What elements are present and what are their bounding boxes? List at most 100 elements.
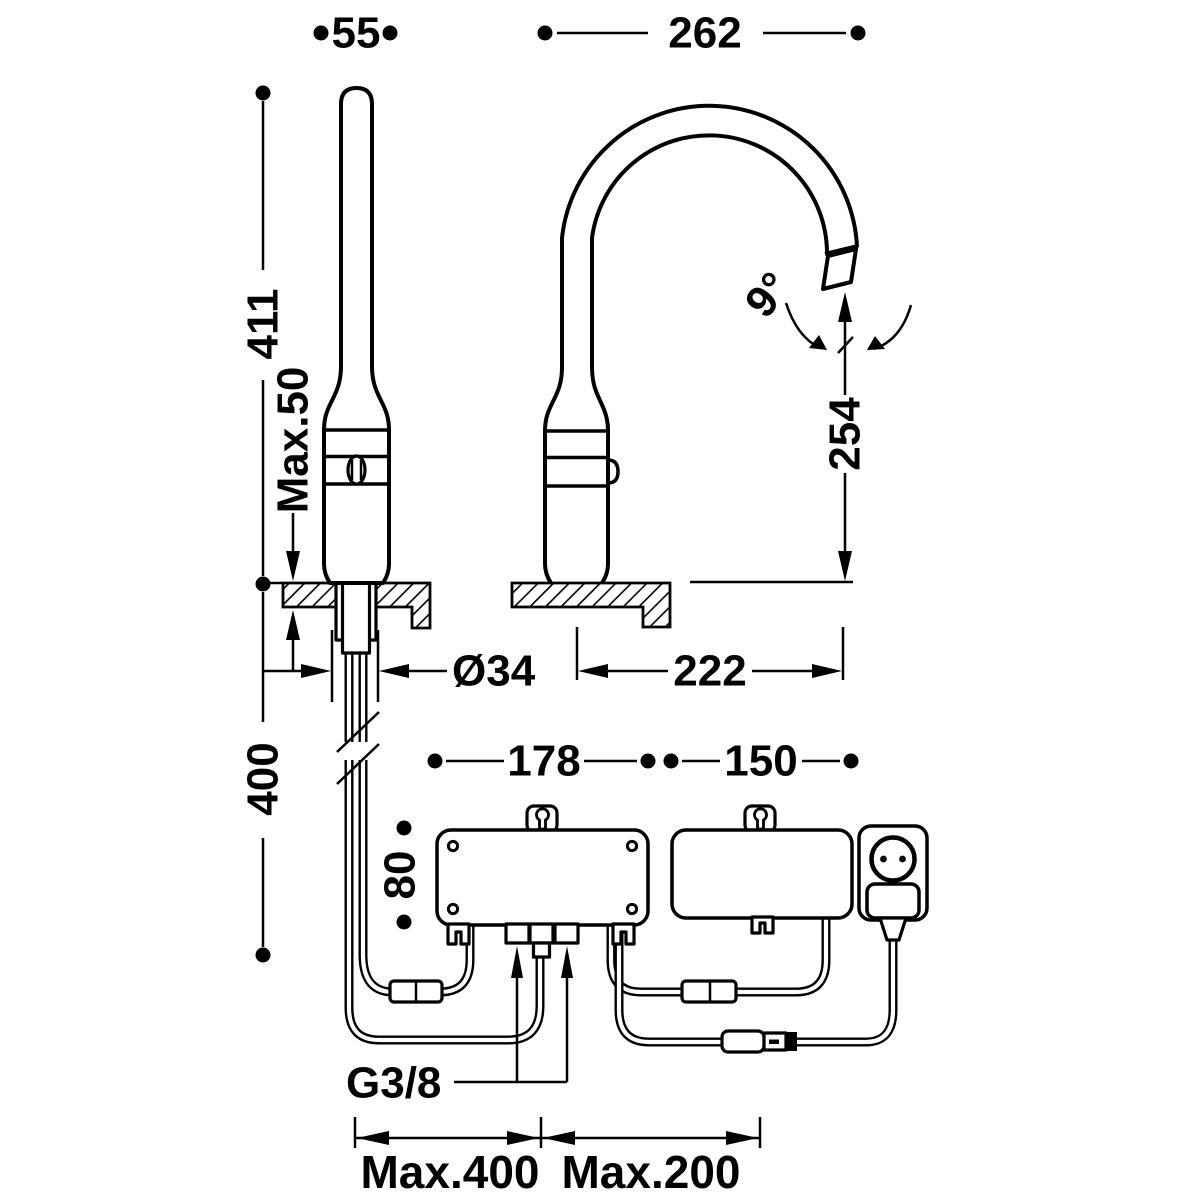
dim-inlet-thread: G3/8	[346, 946, 573, 1108]
dim-dot	[255, 85, 271, 101]
arrowhead-up	[286, 610, 300, 640]
dim-hose-length: 400	[239, 592, 288, 963]
power-plug	[857, 824, 929, 942]
spout-end-cut	[824, 244, 859, 256]
dim-inlet-thread-label: G3/8	[346, 1059, 441, 1108]
psu-box	[670, 828, 854, 920]
dim-outlet-reach-label: 222	[673, 647, 746, 696]
arrowhead-left	[357, 1131, 389, 1145]
dim-reach-label: 262	[668, 9, 741, 58]
hose-break-slash-1	[336, 711, 380, 753]
supply-hoses	[336, 645, 545, 1045]
arrowhead-up	[561, 946, 573, 978]
arrowhead-down	[286, 551, 300, 581]
arrowhead-right	[301, 664, 331, 678]
dim-dot	[313, 25, 329, 41]
dim-deck-thickness-label: Max.50	[269, 367, 318, 514]
sensor-window-side	[346, 454, 367, 486]
dim-deck-thickness: Max.50	[269, 367, 318, 671]
inlet-port-left	[504, 922, 531, 945]
screw-icon	[625, 839, 639, 853]
dim-psu-width-label: 150	[724, 737, 797, 786]
spout-nozzle	[821, 247, 858, 291]
arrowhead-up	[838, 292, 852, 322]
arrowhead-arc-left	[809, 335, 827, 350]
dim-hose-max-label: Max.400	[360, 1146, 539, 1198]
control-box-assembly	[435, 804, 650, 959]
dim-box-width-label: 178	[507, 737, 580, 786]
cable-d-coupling-tip	[786, 1032, 797, 1051]
faucet-front-view	[543, 103, 859, 585]
plug-body	[865, 882, 921, 920]
dim-psu-width: 150	[663, 737, 859, 786]
outlet-port-middle	[528, 922, 555, 945]
dim-base-diameter: Ø34	[263, 630, 536, 702]
dim-outlet-reach: 222	[575, 627, 845, 696]
socket-pin-hole	[880, 855, 887, 863]
dim-dot	[427, 753, 443, 769]
arrowhead-down	[838, 551, 852, 581]
arrowhead-up	[511, 946, 523, 978]
dim-dot	[537, 25, 553, 41]
threaded-shank-inner	[340, 581, 372, 655]
dim-side-width-label: 55	[332, 9, 381, 58]
side-button	[607, 458, 620, 485]
control-box-bottom-tab-right	[611, 922, 636, 946]
faucet-side-view	[322, 86, 391, 655]
dim-dot	[255, 576, 271, 592]
dim-box-height-label: 80	[376, 851, 425, 900]
dim-reach: 262	[537, 9, 866, 58]
inlet-port-right	[553, 922, 580, 945]
arrowhead-left	[543, 1131, 575, 1145]
screw-icon	[446, 839, 460, 853]
dim-dot	[850, 25, 866, 41]
dim-side-width: 55	[313, 9, 398, 58]
dim-hose-max: Max.400	[353, 1117, 543, 1198]
dim-dot	[843, 753, 859, 769]
socket-face-icon	[869, 835, 917, 883]
dim-base-diameter-label: Ø34	[452, 647, 536, 696]
dim-cable-max-label: Max.200	[561, 1146, 740, 1198]
dim-dot	[396, 820, 412, 836]
dim-dot	[396, 914, 412, 930]
dim-dot	[663, 753, 679, 769]
socket-pin-hole	[899, 855, 906, 863]
arrowhead-left	[379, 664, 409, 678]
control-box-bottom-tab-left	[446, 922, 471, 946]
arrowhead-arc-right	[867, 336, 885, 350]
dim-box-width: 178	[427, 737, 656, 786]
inline-connectors	[388, 979, 797, 1054]
dim-box-height: 80	[376, 820, 425, 930]
keyhole-icon	[753, 807, 768, 831]
arrowhead-right	[507, 1131, 539, 1145]
dim-outlet-height: 254	[690, 292, 870, 584]
arrowhead-left	[578, 664, 608, 678]
dim-total-height: 411	[239, 85, 288, 592]
cable-d-coupling-body	[720, 1029, 766, 1054]
dim-hose-length-label: 400	[239, 742, 288, 815]
screw-icon	[446, 902, 460, 916]
countertop-right-section	[510, 581, 672, 629]
screw-icon	[625, 902, 639, 916]
hose-break-slash-2	[336, 743, 380, 785]
dim-dot	[382, 25, 398, 41]
control-box	[435, 828, 650, 927]
dim-total-height-label: 411	[239, 289, 288, 360]
spout-inner-contour	[590, 133, 829, 585]
countertop-right-hatch	[510, 581, 672, 629]
cable-d-coupling-dash	[769, 1039, 779, 1044]
keyhole-icon	[535, 807, 550, 831]
psu-box-bottom-tab	[750, 915, 775, 935]
arrowhead-right	[726, 1131, 758, 1145]
swivel-tick	[837, 336, 854, 354]
hose-b-lower-core	[346, 760, 543, 1043]
psu-box-assembly	[670, 804, 854, 935]
dim-dot	[255, 947, 271, 963]
dim-dot	[640, 753, 656, 769]
dim-cable-max: Max.200	[541, 1117, 762, 1198]
plug-strain-relief	[878, 916, 908, 942]
outlet-port-middle-nipple	[531, 941, 552, 959]
arrowhead-right	[812, 664, 842, 678]
